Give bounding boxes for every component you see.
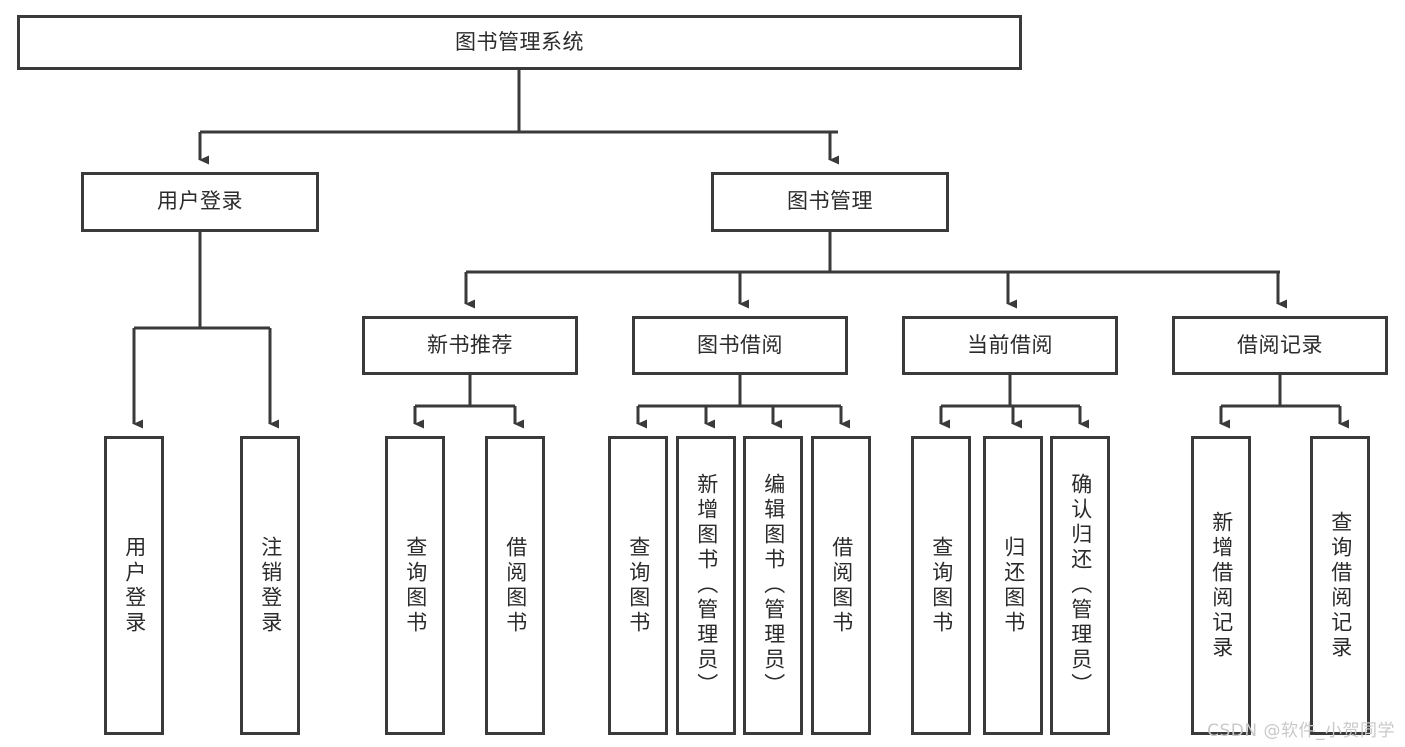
- leaf-add-book-label: 新增图书（管理员）: [694, 473, 719, 698]
- leaf-query-record[interactable]: 查询借阅记录: [1310, 436, 1370, 735]
- leaf-borrow-book-1[interactable]: 借阅图书: [485, 436, 545, 735]
- node-borrow-record[interactable]: 借阅记录: [1172, 316, 1388, 375]
- leaf-user-login[interactable]: 用户登录: [104, 436, 164, 735]
- leaf-return-book-label: 归还图书: [1001, 535, 1026, 636]
- node-root[interactable]: 图书管理系统: [17, 15, 1022, 70]
- leaf-query-book-2-label: 查询图书: [626, 535, 651, 636]
- node-user-login-label: 用户登录: [157, 189, 243, 214]
- node-book-manage-label: 图书管理: [787, 189, 873, 214]
- node-borrow-record-label: 借阅记录: [1237, 332, 1323, 357]
- leaf-borrow-book-2-label: 借阅图书: [829, 535, 854, 636]
- node-user-login[interactable]: 用户登录: [81, 172, 319, 232]
- leaf-query-book-2[interactable]: 查询图书: [608, 436, 668, 735]
- leaf-query-book-3[interactable]: 查询图书: [911, 436, 971, 735]
- leaf-borrow-book-1-label: 借阅图书: [503, 535, 528, 636]
- leaf-query-book-1[interactable]: 查询图书: [385, 436, 445, 735]
- node-new-book-recommend-label: 新书推荐: [427, 332, 513, 357]
- leaf-return-book[interactable]: 归还图书: [983, 436, 1043, 735]
- node-root-label: 图书管理系统: [455, 29, 584, 54]
- leaf-add-record-label: 新增借阅记录: [1209, 510, 1234, 661]
- node-book-borrow-label: 图书借阅: [697, 332, 783, 357]
- node-current-borrow-label: 当前借阅: [967, 332, 1053, 357]
- leaf-query-book-3-label: 查询图书: [929, 535, 954, 636]
- leaf-user-login-label: 用户登录: [122, 535, 147, 636]
- leaf-query-book-1-label: 查询图书: [403, 535, 428, 636]
- leaf-edit-book[interactable]: 编辑图书（管理员）: [743, 436, 803, 735]
- leaf-confirm-return[interactable]: 确认归还（管理员）: [1050, 436, 1110, 735]
- node-current-borrow[interactable]: 当前借阅: [902, 316, 1118, 375]
- leaf-edit-book-label: 编辑图书（管理员）: [761, 473, 786, 698]
- node-book-manage[interactable]: 图书管理: [711, 172, 949, 232]
- leaf-logout-label: 注销登录: [258, 535, 283, 636]
- leaf-confirm-return-label: 确认归还（管理员）: [1068, 473, 1093, 698]
- node-book-borrow[interactable]: 图书借阅: [632, 316, 848, 375]
- leaf-add-book[interactable]: 新增图书（管理员）: [676, 436, 736, 735]
- leaf-add-record[interactable]: 新增借阅记录: [1191, 436, 1251, 735]
- leaf-logout[interactable]: 注销登录: [240, 436, 300, 735]
- leaf-borrow-book-2[interactable]: 借阅图书: [811, 436, 871, 735]
- leaf-query-record-label: 查询借阅记录: [1328, 510, 1353, 661]
- node-new-book-recommend[interactable]: 新书推荐: [362, 316, 578, 375]
